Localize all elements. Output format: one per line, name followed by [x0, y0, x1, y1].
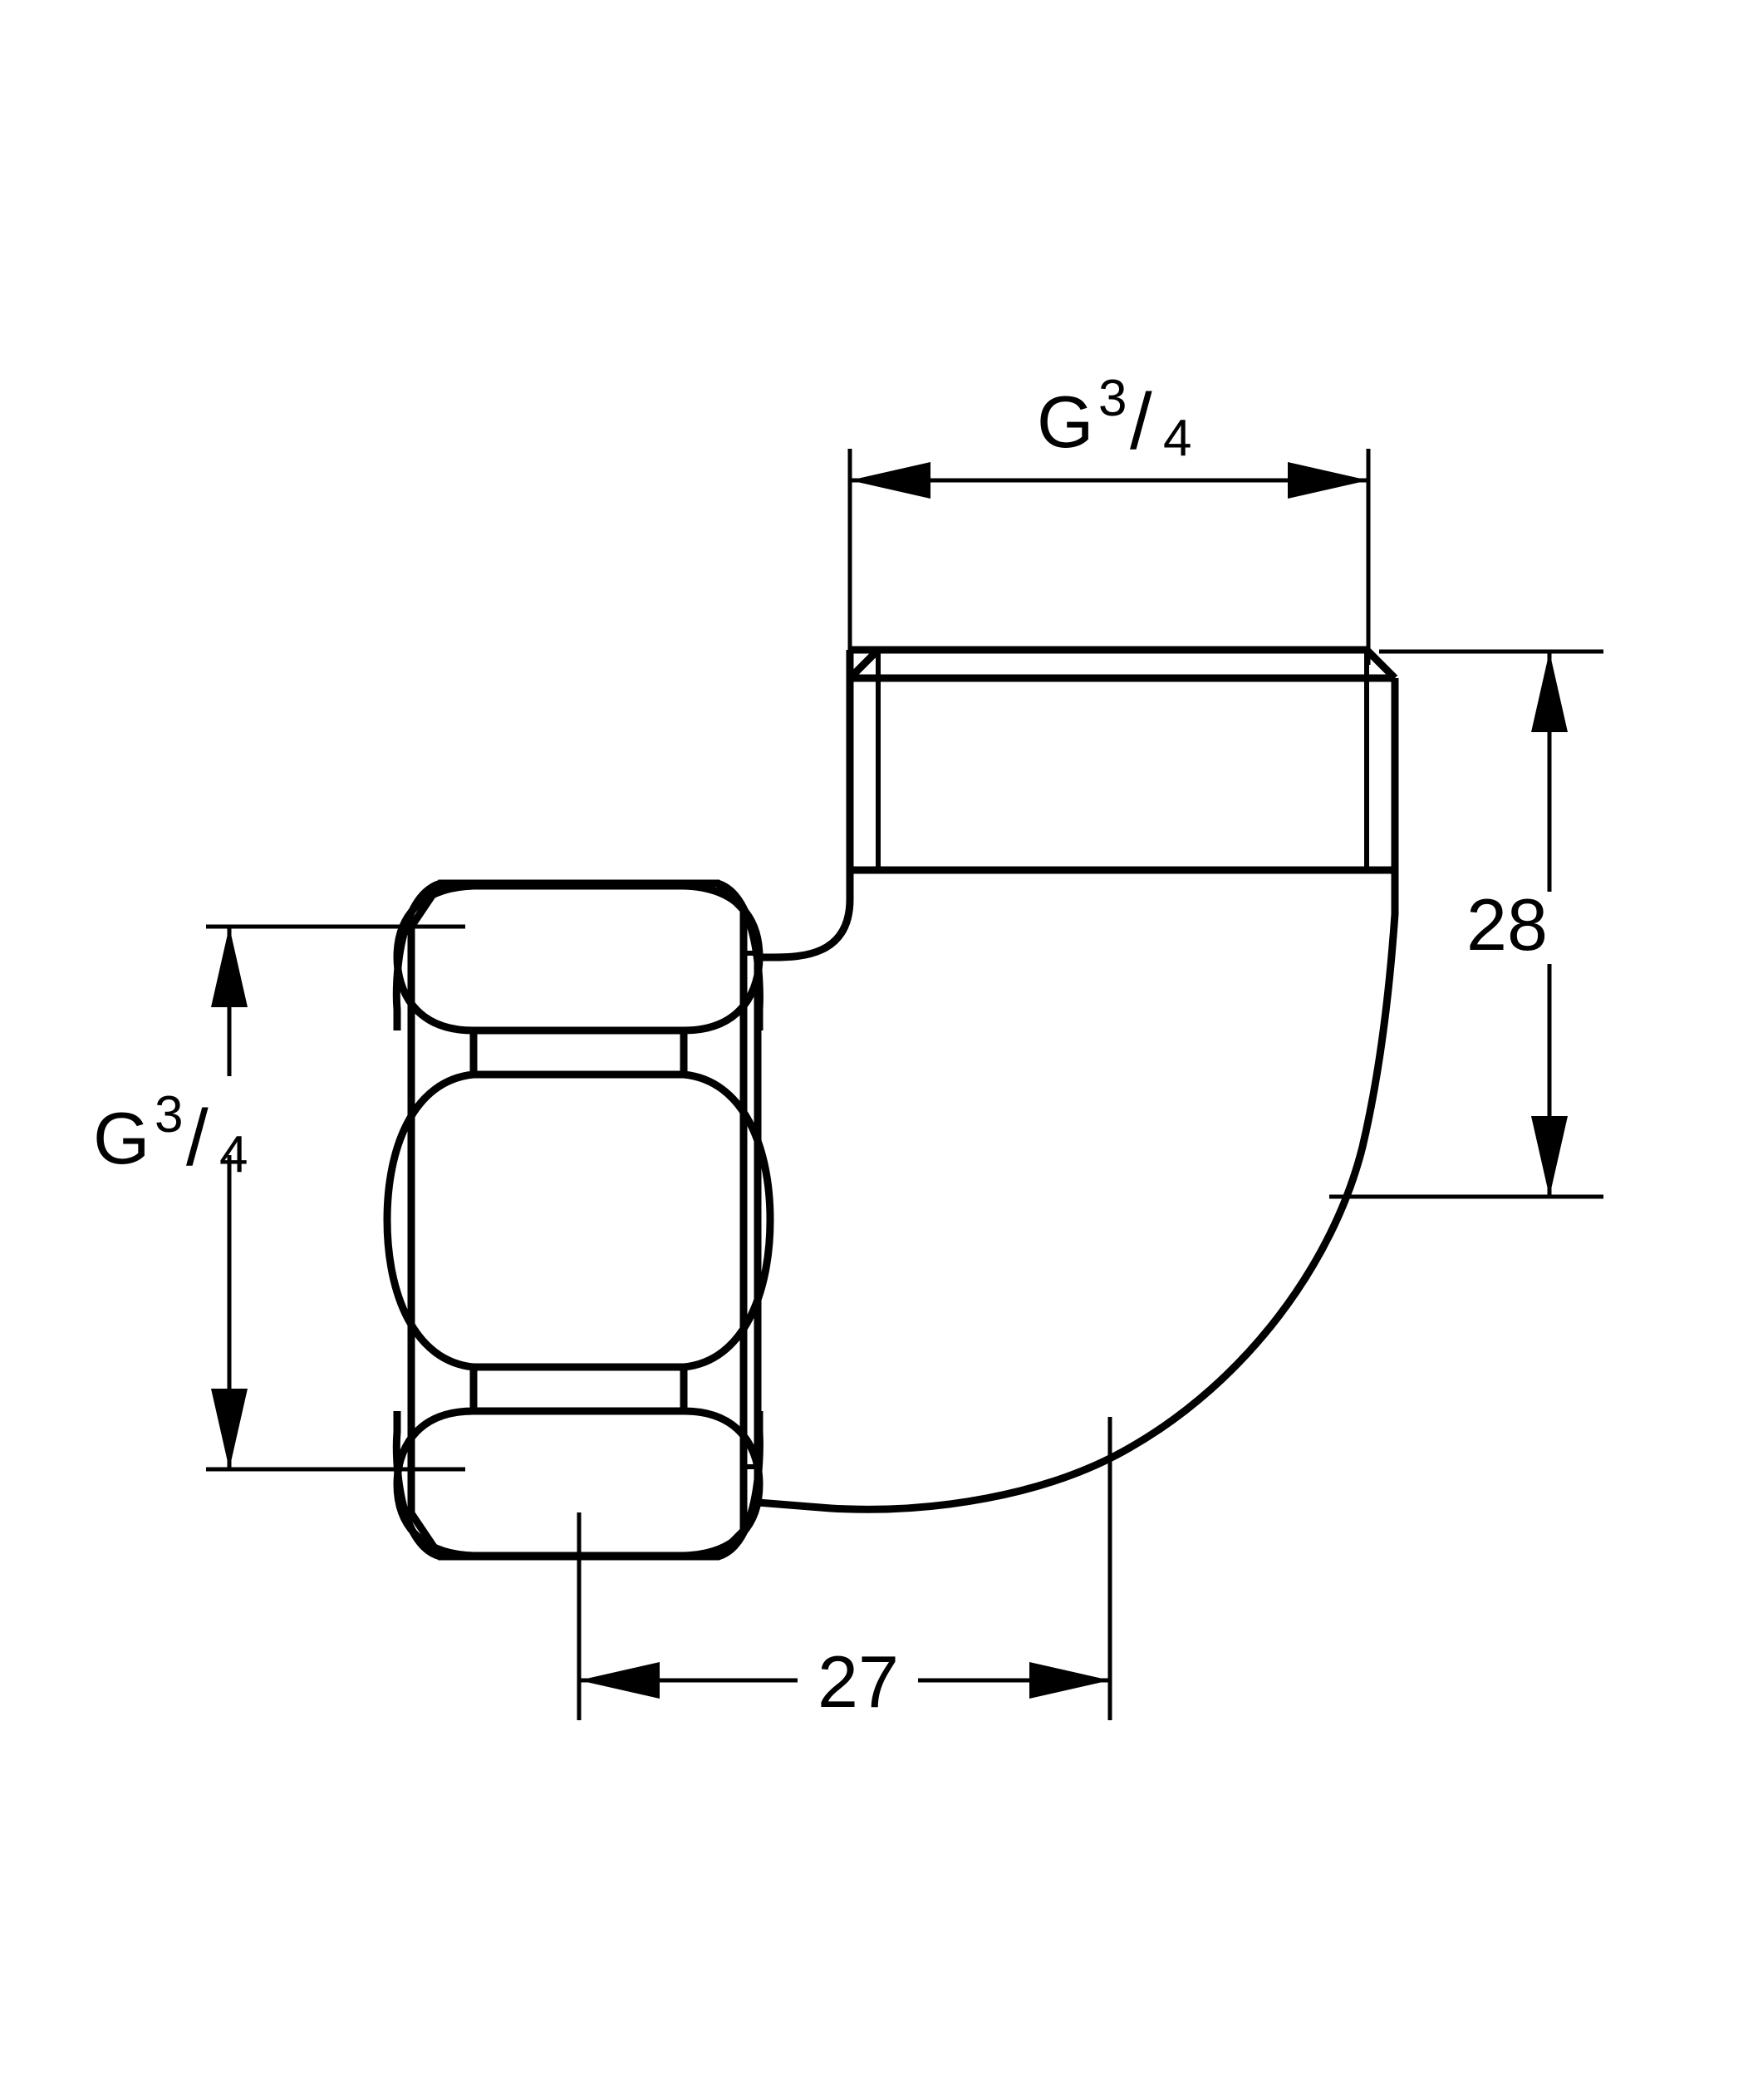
elbow-body: [754, 870, 1399, 1513]
dim-length-value: 27: [818, 1640, 899, 1723]
dimension-thread-left: G 3 / 4: [93, 924, 465, 1472]
nut-bottom-cap: [393, 1407, 764, 1560]
dim-top-label-slash: /: [1130, 377, 1152, 466]
dimension-length: 27: [577, 1417, 1112, 1723]
dim-top-label-numerator: 3: [1098, 370, 1127, 427]
dim-left-label-denominator: 4: [219, 1126, 248, 1183]
nut-chamfer-arc-bottom-right: [716, 1411, 764, 1561]
dim-left-label-slash: /: [186, 1094, 209, 1183]
arrow-head-up-28-icon: [1531, 652, 1568, 732]
arrow-head-up-icon: [211, 927, 248, 1007]
arrow-head-down-28-icon: [1531, 1116, 1568, 1197]
dim-left-label-G: G: [93, 1097, 150, 1179]
union-nut: [383, 879, 774, 1561]
nut-chamfer-arc-bottom-left: [392, 1411, 442, 1561]
arrow-head-left-27-icon: [579, 1662, 660, 1699]
dimension-height: 28: [1329, 649, 1603, 1199]
arrow-head-left-icon: [850, 462, 930, 499]
spigot-chamfer-right: [1363, 647, 1398, 681]
nut-top-cap: [393, 882, 764, 1035]
dimension-thread-top: G 3 / 4: [847, 370, 1371, 665]
dim-top-label-denominator: 4: [1163, 410, 1191, 467]
dim-top-label-G: G: [1037, 381, 1093, 463]
nut-middle-bulge: [383, 1070, 774, 1371]
elbow-outer-radius: [757, 870, 1399, 1513]
spigot-chamfer-left: [847, 647, 881, 681]
elbow-upper-left-fillet: [758, 870, 854, 961]
dim-height-value: 28: [1466, 883, 1548, 966]
nut-outer-silhouette: [407, 879, 748, 1561]
arrow-head-right-icon: [1288, 462, 1368, 499]
dim-left-label-numerator: 3: [155, 1086, 183, 1143]
arrow-head-right-27-icon: [1029, 1662, 1110, 1699]
arrow-head-down-icon: [211, 1389, 248, 1469]
threaded-spigot: [846, 646, 1399, 874]
